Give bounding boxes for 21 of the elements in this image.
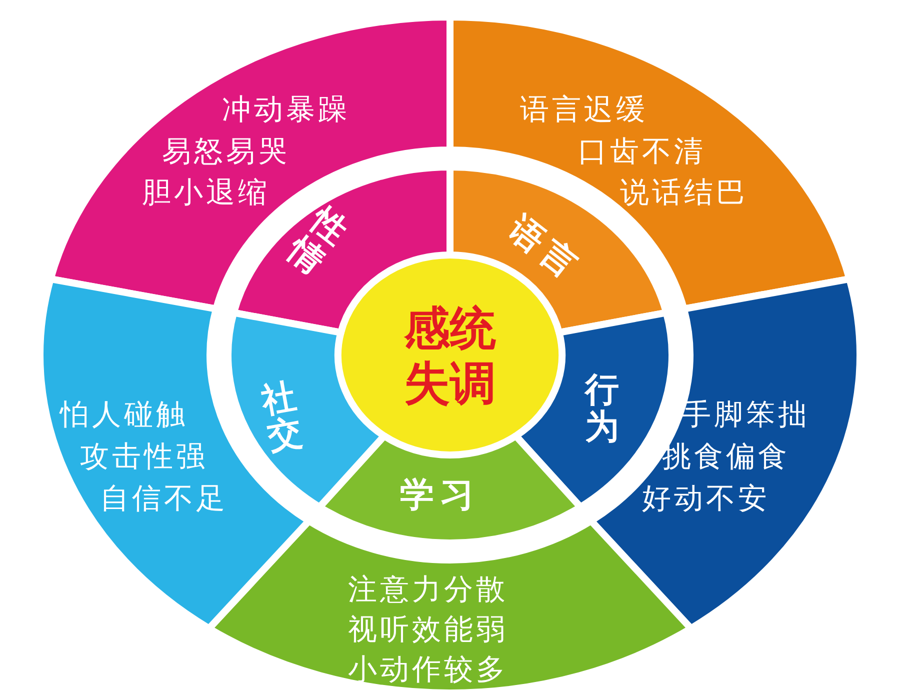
symptom-text: 小动作较多	[348, 655, 508, 684]
symptom-text: 视听效能弱	[348, 615, 508, 644]
segment-label: 性情	[280, 202, 356, 283]
symptom-text: 冲动暴躁	[222, 95, 350, 124]
symptom-text: 攻击性强	[80, 442, 208, 471]
symptom-text: 语言迟缓	[520, 95, 648, 124]
segment-label: 语言	[503, 210, 587, 288]
symptom-text: 自信不足	[100, 484, 228, 513]
symptom-text: 注意力分散	[348, 575, 508, 604]
symptom-text: 好动不安	[642, 484, 770, 513]
segment-label: 学习	[400, 478, 480, 512]
symptom-text: 说话结巴	[620, 178, 748, 207]
center-title: 感统失调	[403, 301, 497, 412]
symptom-text: 手脚笨拙	[682, 400, 810, 429]
symptom-text: 易怒易哭	[162, 137, 290, 166]
segment-label: 社交	[258, 377, 306, 458]
symptom-text: 挑食偏食	[662, 442, 790, 471]
symptom-text: 胆小退缩	[142, 178, 270, 207]
segment-label: 行为	[585, 372, 620, 447]
symptom-text: 口齿不清	[578, 137, 706, 166]
symptom-text: 怕人碰触	[60, 400, 188, 429]
